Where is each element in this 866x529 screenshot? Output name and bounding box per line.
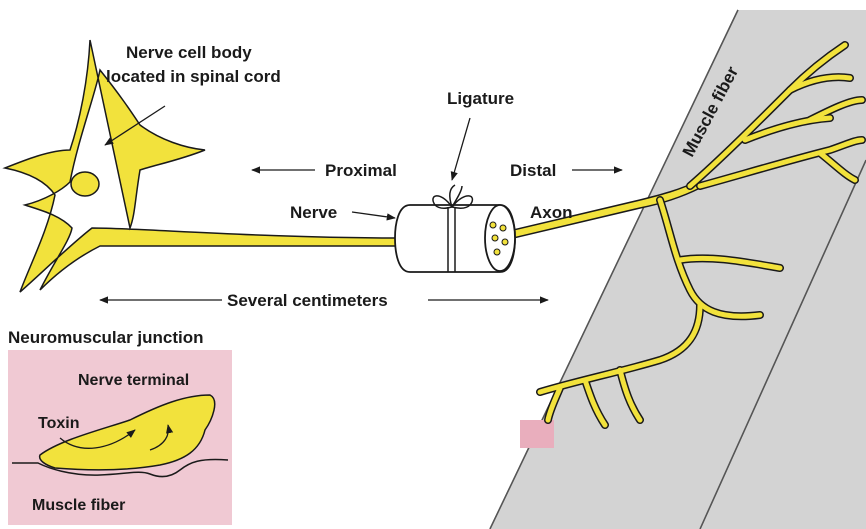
inset-nerve-terminal-label: Nerve terminal: [78, 372, 189, 389]
ligature-pointer: [452, 118, 470, 180]
several-cm-label: Several centimeters: [227, 291, 388, 310]
nerve-label: Nerve: [290, 203, 337, 222]
nerve-cylinder: [395, 205, 515, 272]
ligature-label: Ligature: [447, 89, 514, 108]
nucleus: [71, 172, 99, 196]
proximal-label: Proximal: [325, 161, 397, 180]
cell-body-label-line1: Nerve cell body: [126, 43, 252, 62]
cell-body-label-line2: located in spinal cord: [106, 67, 281, 86]
axon-label: Axon: [530, 203, 573, 222]
nerve-pointer: [352, 212, 395, 218]
inset-toxin-label: Toxin: [38, 415, 79, 432]
marker-square: [520, 420, 554, 448]
inset-title: Neuromuscular junction: [8, 328, 204, 347]
distal-label: Distal: [510, 161, 556, 180]
inset-muscle-fiber-label: Muscle fiber: [32, 497, 125, 514]
